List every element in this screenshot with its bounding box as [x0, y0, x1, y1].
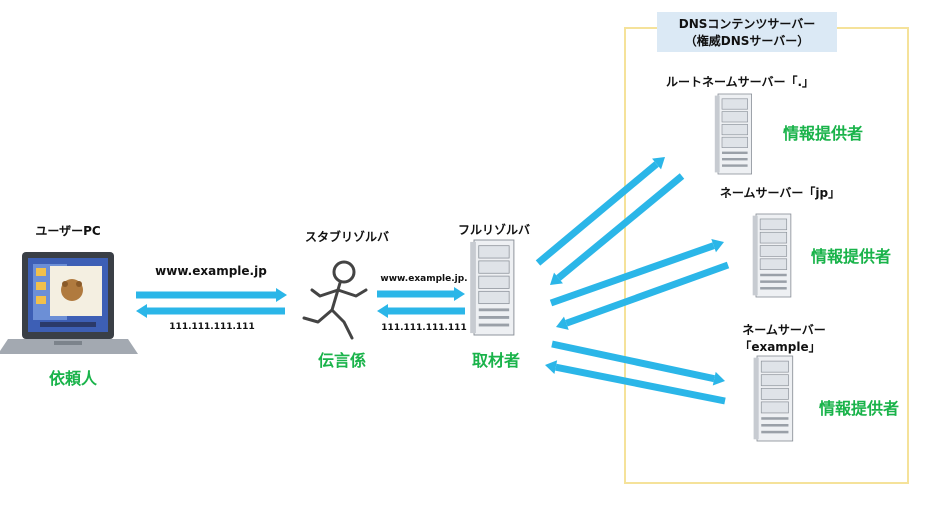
arrow-full-to-example-head [712, 371, 725, 386]
flow2-answer-label: 111.111.111.111 [381, 323, 466, 333]
arrow-full-to-root-shaft [535, 161, 659, 266]
jp-provider-label: 情報提供者 [811, 247, 891, 266]
arrow-full-to-root [535, 157, 665, 266]
arrow-example-to-full-head [545, 360, 558, 375]
client-role-label: 依頼人 [49, 369, 98, 388]
arrow-root-to-full-shaft [556, 173, 685, 281]
arrow-root-to-full-head [550, 272, 563, 285]
jp-server-icon [752, 213, 792, 298]
example-server-label-line1: ネームサーバー [742, 323, 826, 337]
arrow-full-to-stub [377, 304, 465, 318]
laptop-icon [0, 252, 138, 354]
relay-role-label: 伝言係 [318, 351, 366, 370]
dns-box-title-line1: DNSコンテンツサーバー [679, 17, 816, 31]
flow2-query-label: www.example.jp. [380, 274, 467, 284]
example-provider-label: 情報提供者 [819, 399, 899, 418]
arrow-full-to-jp-shaft [549, 242, 715, 307]
arrow-stub-to-pc-head [136, 304, 147, 318]
user-pc-label: ユーザーPC [35, 224, 101, 238]
jp-server-label: ネームサーバー「jp」 [720, 185, 840, 200]
reporter-role-label: 取材者 [472, 351, 520, 370]
full-resolver-label: フルリゾルバ [458, 222, 530, 237]
arrow-full-to-stub-head [377, 304, 388, 318]
arrow-jp-to-full [556, 261, 730, 330]
arrow-full-to-jp [549, 239, 724, 307]
arrow-jp-to-full-head [556, 316, 569, 330]
arrow-example-to-full-shaft [555, 363, 726, 405]
arrow-root-to-full [550, 173, 685, 285]
arrow-pc-to-stub-head [276, 288, 287, 302]
flow1-query-label: www.example.jp [155, 264, 267, 278]
example-server-icon [753, 355, 794, 442]
arrow-stub-to-full-head [454, 287, 465, 301]
example-server-label-line2: 「example」 [739, 339, 820, 354]
dns-box-title-bg [657, 12, 837, 52]
root-provider-label: 情報提供者 [783, 124, 863, 143]
full-resolver-server-icon [469, 239, 515, 336]
arrow-full-to-root-head [652, 157, 665, 170]
arrow-stub-to-pc [136, 304, 285, 318]
root-server-label: ルートネームサーバー「.」 [666, 74, 814, 89]
flow1-answer-label: 111.111.111.111 [169, 322, 254, 332]
running-person-icon [302, 260, 368, 340]
dns-box-title-line2: （権威DNSサーバー） [685, 33, 810, 48]
arrow-jp-to-full-shaft [565, 261, 730, 327]
arrow-full-to-example-shaft [551, 340, 715, 383]
arrow-pc-to-stub [136, 288, 287, 302]
arrow-full-to-jp-head [711, 239, 724, 253]
arrow-stub-to-full [377, 287, 465, 301]
root-server-icon [714, 93, 752, 175]
arrow-full-to-example [551, 340, 725, 386]
arrow-example-to-full [545, 360, 726, 405]
stub-resolver-label: スタブリゾルバ [305, 229, 389, 244]
arrows-layer [136, 157, 730, 405]
